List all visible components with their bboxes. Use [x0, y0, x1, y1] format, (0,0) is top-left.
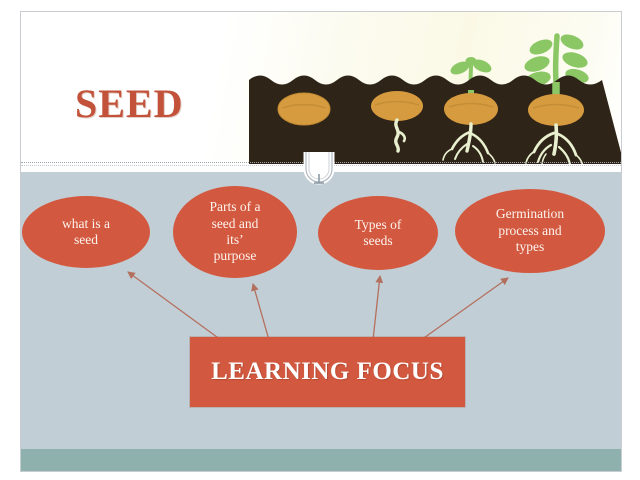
circle-ring-ornament	[297, 152, 341, 190]
topic-ellipse-what-is-a-seed[interactable]: what is a seed	[22, 196, 150, 268]
topic-label: Parts of a seed and its’ purpose	[209, 199, 261, 264]
page-title: SEED	[75, 81, 184, 126]
topic-ellipse-parts-of-a-seed[interactable]: Parts of a seed and its’ purpose	[173, 186, 297, 278]
arrow-to-topic-2	[251, 283, 270, 341]
learning-focus-label: LEARNING FOCUS	[211, 358, 444, 385]
topic-ellipse-germination-process[interactable]: Germination process and types	[455, 189, 605, 273]
topic-label: what is a seed	[62, 215, 110, 247]
footer-accent-strip	[21, 449, 621, 472]
topic-label: Germination process and types	[495, 206, 565, 255]
seed-stage-4	[525, 82, 584, 164]
seed-stage-1	[277, 92, 331, 126]
topic-label: Types of seeds	[354, 216, 402, 248]
plant-stage-4	[524, 33, 589, 87]
slide-header: SEED	[21, 12, 621, 164]
arrow-to-topic-1	[127, 271, 222, 341]
arrow-to-topic-3	[372, 274, 384, 341]
seed-stage-2	[371, 91, 423, 153]
connector-arrows	[127, 271, 509, 341]
seed-germination-stages-illustration	[249, 20, 621, 164]
learning-focus-box[interactable]: LEARNING FOCUS	[190, 337, 465, 407]
soil-body	[249, 75, 621, 164]
topic-ellipse-types-of-seeds[interactable]: Types of seeds	[318, 196, 438, 270]
arrow-to-topic-4	[420, 277, 509, 341]
seed-stage-3	[442, 90, 498, 164]
